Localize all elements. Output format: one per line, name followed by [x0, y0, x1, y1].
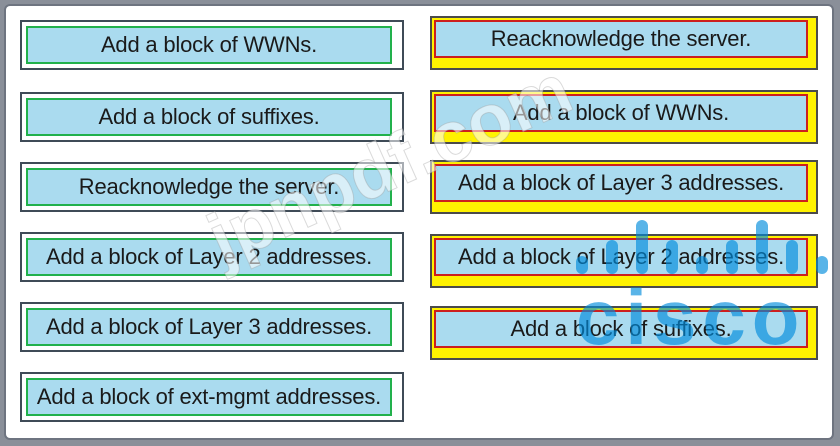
- answer-label: Add a block of WWNs.: [434, 94, 808, 132]
- option-label: Add a block of suffixes.: [26, 98, 392, 136]
- answer-label: Reacknowledge the server.: [434, 20, 808, 58]
- drag-drop-panel: Add a block of WWNs. Add a block of suff…: [6, 6, 832, 438]
- option-label: Add a block of WWNs.: [26, 26, 392, 64]
- option-label: Add a block of Layer 3 addresses.: [26, 308, 392, 346]
- option-item[interactable]: Add a block of suffixes.: [20, 92, 404, 142]
- option-item[interactable]: Add a block of Layer 2 addresses.: [20, 232, 404, 282]
- option-item[interactable]: Add a block of ext-mgmt addresses.: [20, 372, 404, 422]
- answer-label: Add a block of suffixes.: [434, 310, 808, 348]
- answer-slot[interactable]: Reacknowledge the server.: [430, 16, 818, 70]
- option-item[interactable]: Add a block of WWNs.: [20, 20, 404, 70]
- option-item[interactable]: Reacknowledge the server.: [20, 162, 404, 212]
- option-label: Add a block of ext-mgmt addresses.: [26, 378, 392, 416]
- answer-label: Add a block of Layer 3 addresses.: [434, 164, 808, 202]
- option-label: Reacknowledge the server.: [26, 168, 392, 206]
- option-label: Add a block of Layer 2 addresses.: [26, 238, 392, 276]
- answer-label: Add a block of Layer 2 addresses.: [434, 238, 808, 276]
- answer-slot[interactable]: Add a block of WWNs.: [430, 90, 818, 144]
- answer-slot[interactable]: Add a block of suffixes.: [430, 306, 818, 360]
- answer-slot[interactable]: Add a block of Layer 3 addresses.: [430, 160, 818, 214]
- option-item[interactable]: Add a block of Layer 3 addresses.: [20, 302, 404, 352]
- answer-slot[interactable]: Add a block of Layer 2 addresses.: [430, 234, 818, 288]
